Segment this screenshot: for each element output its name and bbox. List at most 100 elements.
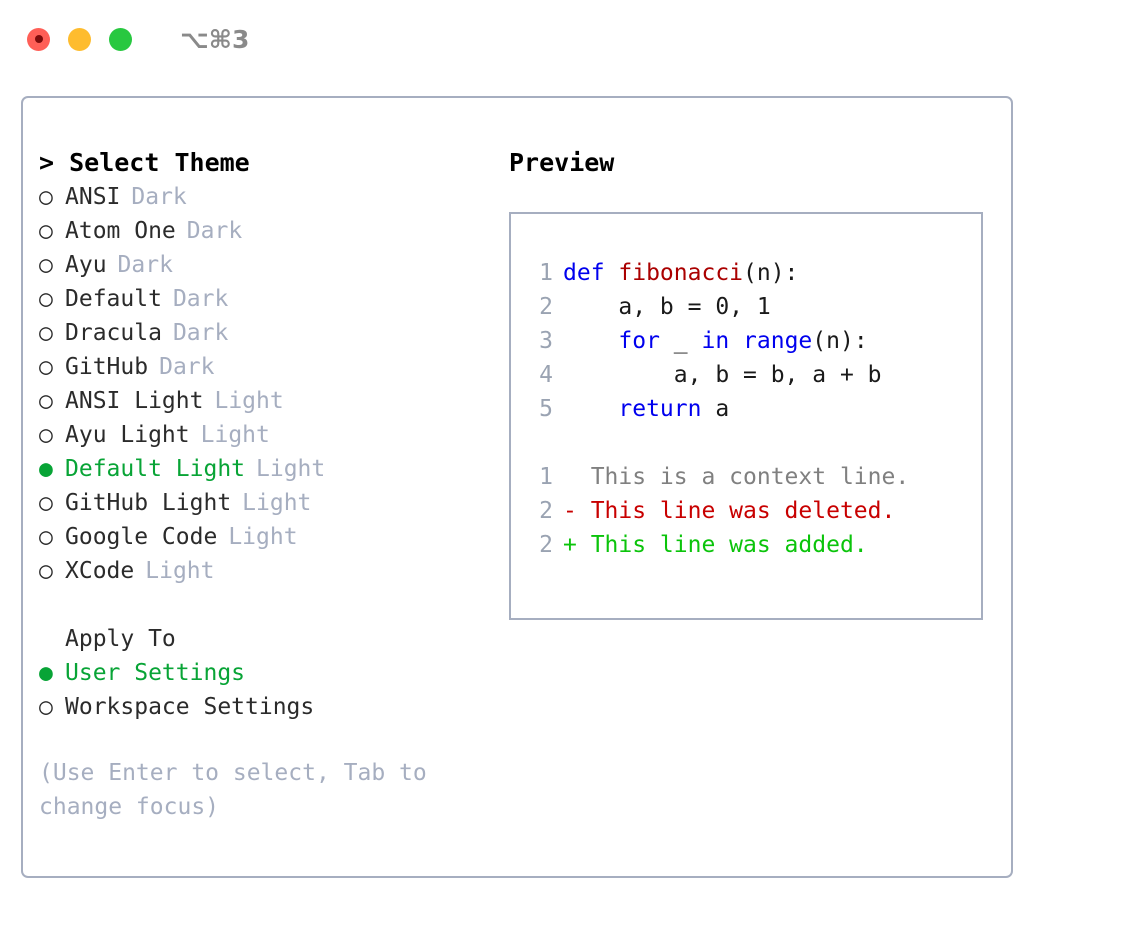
code-line: 2 a, b = 0, 1 [525,290,981,324]
theme-variant-tag: Dark [186,218,243,244]
diff-text: + This line was added. [563,532,868,558]
theme-list-item[interactable]: ● Default Light Light [39,452,493,486]
radio-selected-icon[interactable]: ● [39,456,53,482]
code-line: 1 def fibonacci(n): [525,256,981,290]
code-text: return a [563,392,729,426]
diff-text: This is a context line. [563,464,910,490]
code-token [563,396,618,422]
code-line: 3 for _ in range(n): [525,324,981,358]
radio-unselected-icon[interactable]: ○ [39,694,53,720]
theme-list-item[interactable]: ○ ANSI Dark [39,180,493,214]
theme-list-item[interactable]: ○ Ayu Dark [39,248,493,282]
preview-heading: Preview [509,148,615,177]
theme-name: ANSI Light [65,388,204,414]
code-token: a [701,396,730,422]
minimize-button[interactable] [68,27,91,51]
radio-unselected-icon[interactable]: ○ [39,184,53,210]
code-line: 5 return a [525,392,981,426]
theme-name: Default Light [65,456,246,482]
line-number: 2 [539,294,553,320]
theme-variant-tag: Dark [131,184,187,210]
apply-to-option-label: User Settings [65,660,246,686]
title-bar: ⌥⌘3 [0,0,1140,78]
window-controls [27,27,132,51]
theme-variant-tag: Dark [172,286,229,312]
theme-variant-tag: Light [214,388,284,414]
diff-text: - This line was deleted. [563,498,896,524]
close-button[interactable] [27,27,50,51]
code-token: (n): [812,328,868,354]
theme-name: GitHub Light [65,490,232,516]
radio-unselected-icon[interactable]: ○ [39,354,53,380]
theme-variant-tag: Light [200,422,270,448]
apply-to-list: ● User Settings ○Workspace Settings [39,656,493,724]
code-token: a, b = 0, 1 [563,294,771,320]
radio-selected-icon[interactable]: ● [39,660,53,686]
theme-list-item[interactable]: ○ Ayu Light Light [39,418,493,452]
code-token: for [618,328,660,354]
code-diff-separator [525,426,981,460]
code-text: a, b = b, a + b [563,358,882,392]
apply-to-heading: Apply To [65,626,176,652]
code-token: _ [659,328,702,354]
line-number: 1 [539,464,553,490]
theme-name: Default [65,286,162,312]
select-theme-heading: > Select Theme [39,148,250,177]
theme-list-item[interactable]: ○ Default Dark [39,282,493,316]
radio-unselected-icon[interactable]: ○ [39,252,53,278]
theme-list-item[interactable]: ○ Atom One Dark [39,214,493,248]
radio-unselected-icon[interactable]: ○ [39,218,53,244]
code-token: def [563,260,619,286]
code-token: (n): [743,260,799,286]
code-text: a, b = 0, 1 [563,290,771,324]
zoom-button[interactable] [109,27,132,51]
radio-unselected-icon[interactable]: ○ [39,388,53,414]
line-number: 1 [539,260,553,286]
radio-unselected-icon[interactable]: ○ [39,320,53,346]
line-number: 4 [539,362,553,388]
line-number: 5 [539,396,553,422]
code-token: range [743,328,813,354]
radio-unselected-icon[interactable]: ○ [39,558,53,584]
keyboard-shortcut-label: ⌥⌘3 [180,24,250,54]
diff-line: 2+ This line was added. [525,528,981,562]
theme-name: GitHub [65,354,149,380]
code-token [563,328,618,354]
code-token: return [618,396,702,422]
diff-line: 2 - This line was deleted. [525,494,981,528]
theme-name: Ayu Light [65,422,190,448]
apply-to-list-item[interactable]: ○Workspace Settings [39,690,493,724]
radio-unselected-icon[interactable]: ○ [39,286,53,312]
apply-to-list-item[interactable]: ● User Settings [39,656,493,690]
theme-name: Atom One [65,218,176,244]
theme-variant-tag: Light [256,456,326,482]
code-token: fibonacci [618,260,744,286]
code-token: in [701,328,730,354]
radio-unselected-icon[interactable]: ○ [39,490,53,516]
code-line: 4 a, b = b, a + b [525,358,981,392]
theme-list-item[interactable]: ○ ANSI Light Light [39,384,493,418]
line-number: 2 [539,498,553,524]
theme-name: ANSI [65,184,121,210]
code-token: a, b = b, a + b [563,362,882,388]
code-text: def fibonacci(n): [563,256,798,290]
radio-unselected-icon[interactable]: ○ [39,422,53,448]
radio-unselected-icon[interactable]: ○ [39,524,53,550]
code-token [729,328,743,354]
list-spacer [39,588,493,622]
theme-name: Google Code [65,524,218,550]
theme-variant-tag: Dark [117,252,173,278]
theme-name: Ayu [65,252,107,278]
line-number: 3 [539,328,553,354]
